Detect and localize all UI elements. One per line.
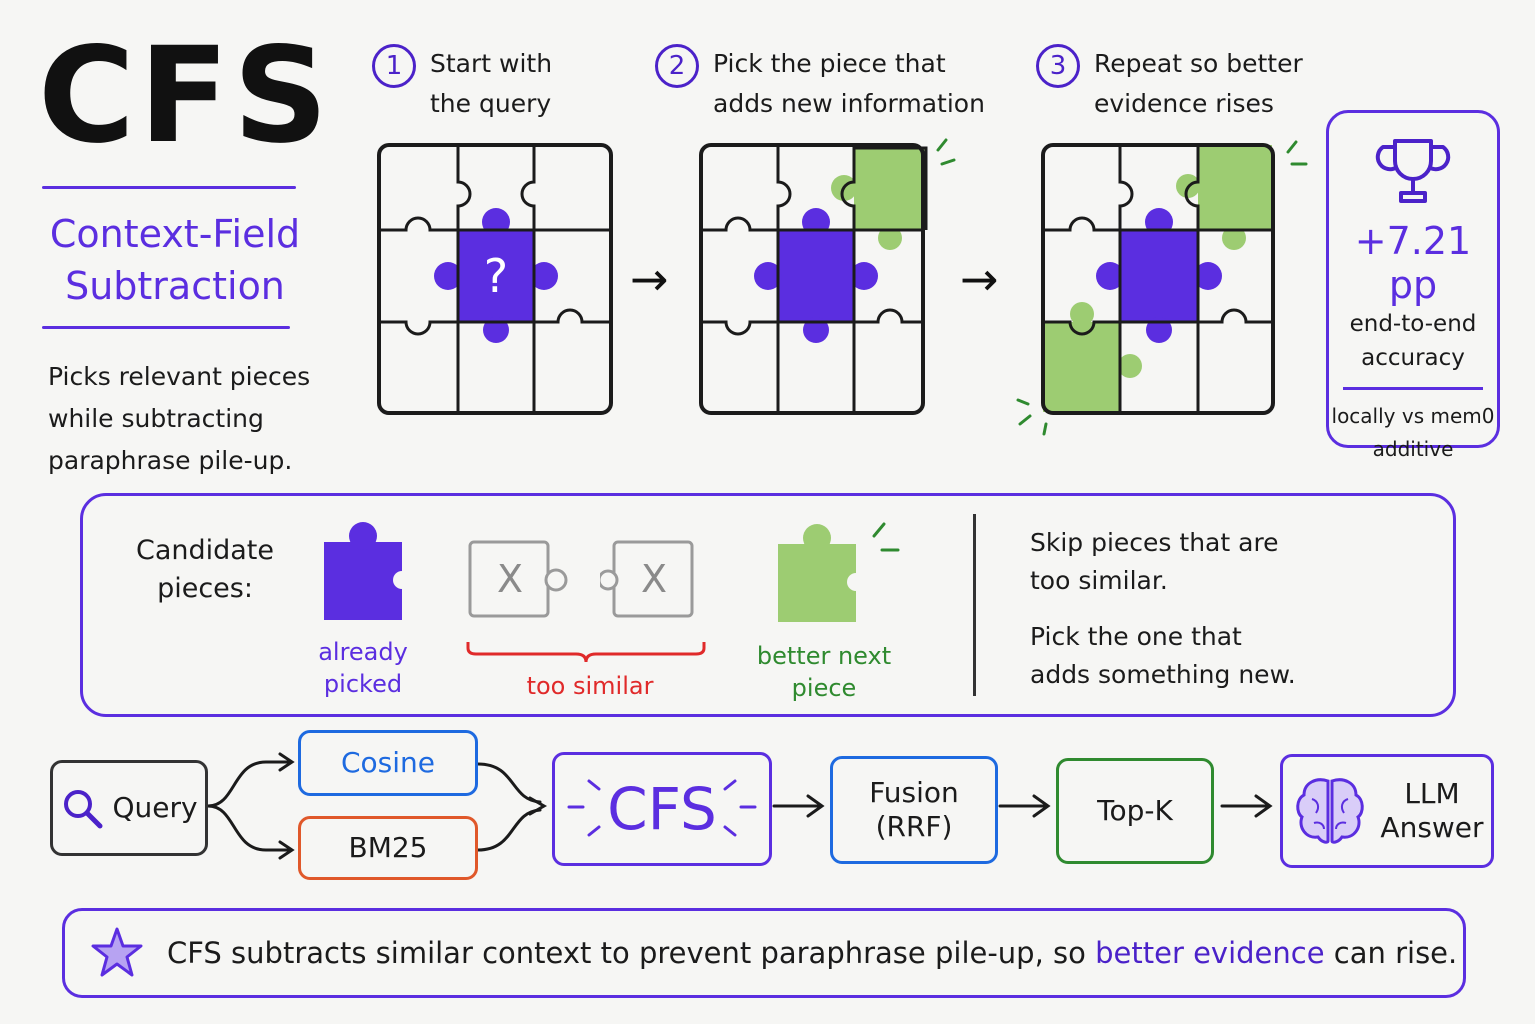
step-3-header: 3 Repeat so better evidence rises (1036, 44, 1303, 124)
step-1-header: 1 Start with the query (372, 44, 552, 124)
note-2-line2: adds something new. (1030, 660, 1296, 689)
brain-icon (1296, 778, 1365, 844)
banner-text-after: can rise. (1333, 936, 1458, 970)
step-3-text: Repeat so better evidence rises (1094, 44, 1303, 124)
trophy-icon (1375, 139, 1451, 203)
step-2-header: 2 Pick the piece that adds new informati… (655, 44, 985, 124)
reject-mark-1: X (497, 557, 523, 601)
subtitle-line2: Subtraction (65, 264, 285, 308)
fusion-node: Fusion (RRF) (830, 756, 998, 864)
pipeline-connectors (206, 752, 1273, 860)
subtitle-line1: Context-Field (49, 212, 301, 256)
cfs-label: CFS (607, 775, 717, 843)
step-arrow-1: → (630, 252, 669, 306)
candidates-heading: Candidate pieces: (130, 532, 280, 608)
topk-label: Top-K (1097, 794, 1173, 827)
topk-node: Top-K (1056, 758, 1214, 864)
note-1-line1: Skip pieces that are (1030, 528, 1279, 557)
already-picked-line2: picked (323, 670, 403, 698)
step-1-line1: Start with (430, 49, 553, 78)
bm25-node: BM25 (298, 816, 478, 880)
step-2-line2: adds new information (713, 89, 985, 118)
cosine-label: Cosine (340, 746, 436, 779)
step-3-line1: Repeat so better (1094, 49, 1303, 78)
llm-answer-text: LLM Answer (1380, 777, 1483, 845)
stat-note-line1: locally vs mem0 (1331, 404, 1495, 428)
summary-banner: CFS subtracts similar context to prevent… (62, 908, 1466, 998)
stat-note-line2: additive (1372, 437, 1454, 461)
step-1-number: 1 (372, 44, 416, 88)
main-title: CFS (38, 19, 333, 173)
sparkle-icon (936, 138, 956, 166)
cosine-node: Cosine (298, 730, 478, 796)
better-next-line1: better next (756, 642, 892, 670)
query-mark: ? (484, 249, 508, 303)
better-next-caption: better next piece (748, 640, 900, 704)
sparkle-icon (567, 779, 757, 837)
already-picked-line1: already (318, 638, 408, 666)
too-similar-caption: too similar (526, 672, 654, 700)
query-node: Query (50, 760, 208, 856)
step-3-number: 3 (1036, 44, 1080, 88)
step-arrow-2: → (960, 252, 999, 306)
stat-label-line1: end-to-end (1349, 311, 1477, 337)
banner-text-before: CFS subtracts similar context to prevent… (167, 936, 1086, 970)
puzzle-grid-repeat (1016, 140, 1308, 436)
step-2-text: Pick the piece that adds new information (713, 44, 985, 124)
sparkle-icon (872, 522, 900, 552)
too-similar-piece-2: X (600, 540, 694, 618)
stat-label-line2: accuracy (1361, 345, 1465, 371)
step-2-number: 2 (655, 44, 699, 88)
candidates-note-2: Pick the one that adds something new. (1030, 618, 1296, 694)
llm-line2: Answer (1380, 811, 1484, 844)
cfs-node: CFS (552, 752, 772, 866)
candidates-heading-line2: pieces: (157, 573, 253, 604)
fusion-line2: (RRF) (875, 810, 953, 843)
search-icon (64, 790, 103, 829)
star-icon (91, 927, 143, 977)
description: Picks relevant pieces while subtracting … (48, 362, 311, 475)
step-3-line2: evidence rises (1094, 89, 1274, 118)
puzzle-grid-pick (699, 138, 956, 415)
banner-highlight: better evidence (1095, 936, 1325, 970)
stat-value: +7.21 pp (1354, 219, 1472, 307)
llm-line1: LLM (1404, 777, 1460, 810)
note-1-line2: too similar. (1030, 566, 1168, 595)
better-next-piece (778, 522, 900, 622)
query-label: Query (112, 791, 198, 824)
candidates-heading-line1: Candidate (135, 535, 275, 566)
candidates-note-1: Skip pieces that are too similar. (1030, 524, 1279, 600)
stat-divider (1343, 387, 1483, 390)
puzzle-grid-query: ? (377, 143, 613, 415)
step-1-text: Start with the query (430, 44, 552, 124)
too-similar-piece-1: X (468, 540, 568, 618)
already-picked-piece (324, 522, 410, 620)
better-next-line2: piece (791, 674, 857, 702)
title-underline (42, 186, 296, 189)
fusion-line1: Fusion (869, 776, 959, 809)
step-1-line2: the query (430, 89, 552, 118)
subtitle: Context-Field Subtraction (40, 208, 310, 312)
panel-divider (973, 514, 976, 696)
llm-answer-node: LLM Answer (1280, 754, 1494, 868)
sparkle-icon (1016, 140, 1308, 436)
step-2-line1: Pick the piece that (713, 49, 946, 78)
accuracy-stat-card: +7.21 pp end-to-end accuracy locally vs … (1326, 110, 1500, 461)
candidate-pieces-panel (80, 493, 1456, 717)
subtitle-underline (42, 326, 290, 329)
note-2-line1: Pick the one that (1030, 622, 1242, 651)
already-picked-caption: already picked (300, 636, 426, 700)
too-similar-brace (466, 642, 706, 663)
reject-mark-2: X (641, 557, 667, 601)
bm25-label: BM25 (348, 831, 428, 864)
